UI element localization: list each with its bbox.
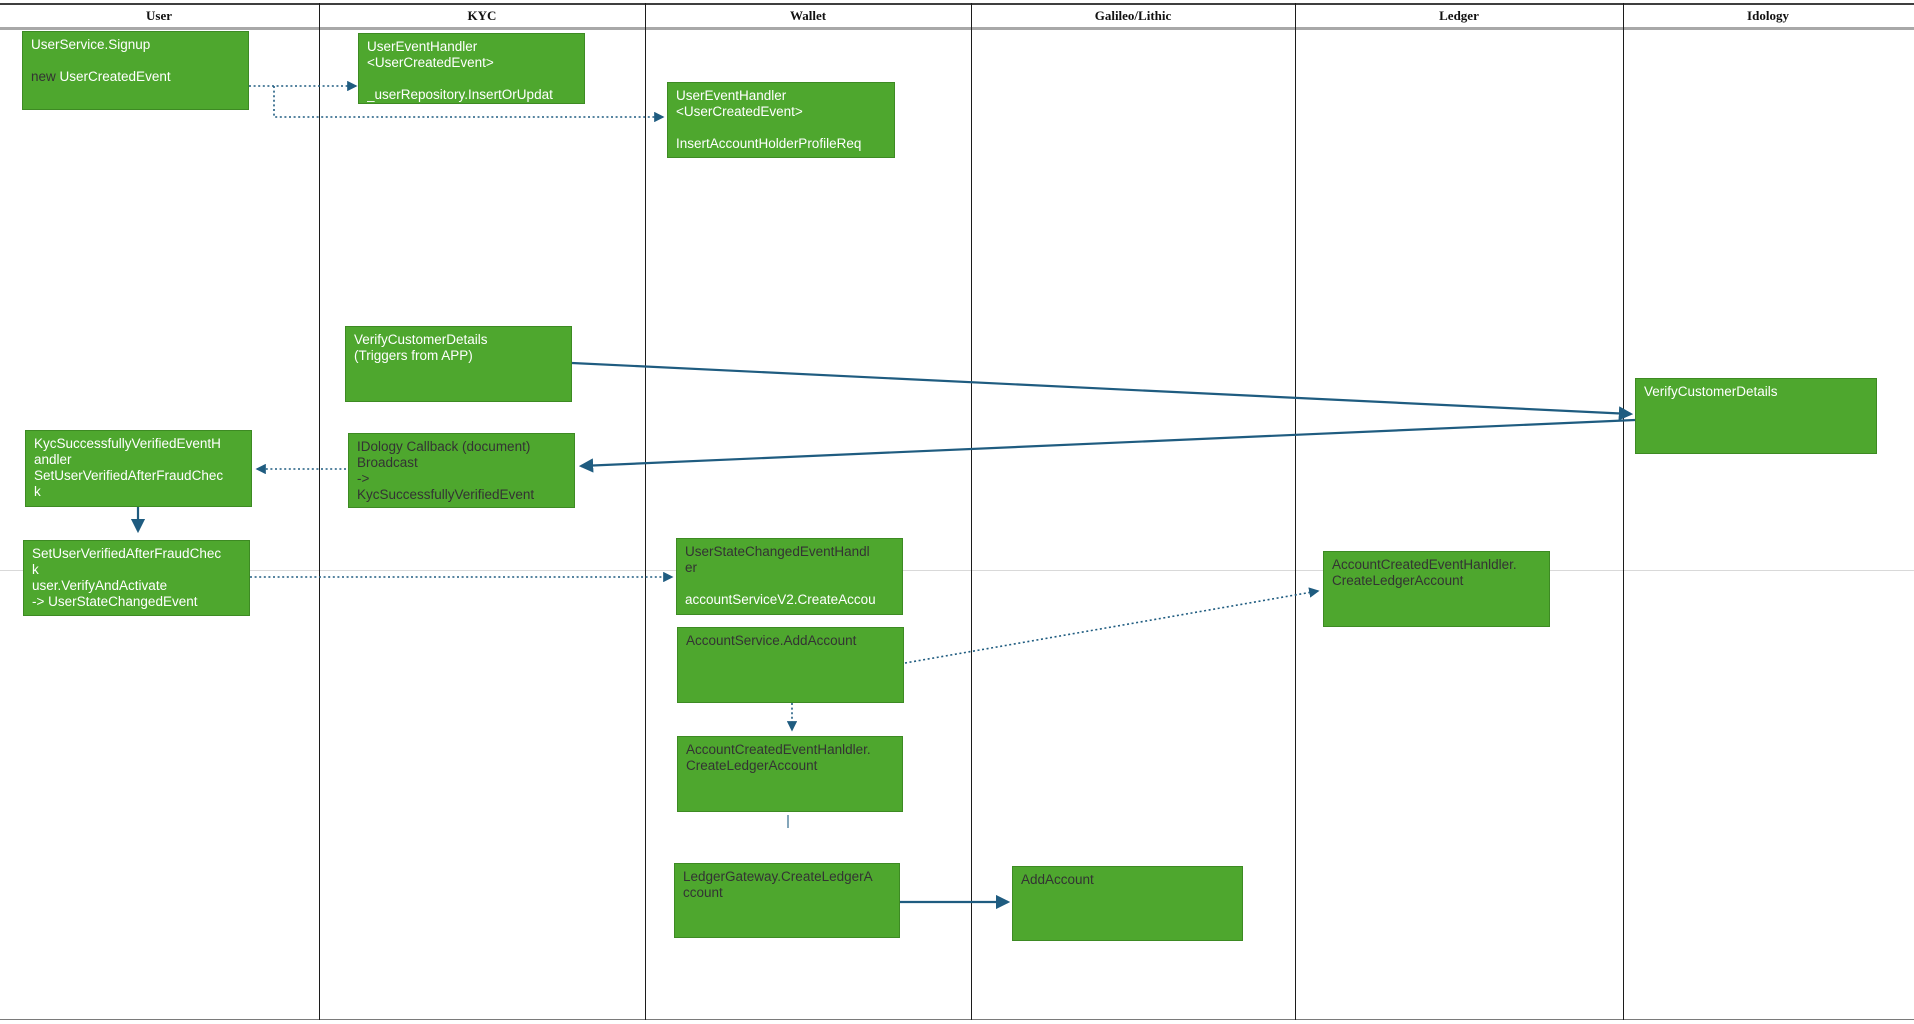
box-kyc-idology-callback-line: -> — [357, 471, 370, 486]
top-border-line — [0, 3, 1914, 5]
connector-verify-details-to-idology — [571, 361, 1634, 421]
header-underline — [0, 27, 1914, 30]
lane-divider-1 — [319, 3, 320, 1020]
box-wallet-user-event-handler-line: UserEventHandler — [676, 88, 787, 103]
box-user-kyc-verified-handler-line: SetUserVerifiedAfterFraudChec — [34, 468, 224, 483]
box-wallet-user-event-handler-line: InsertAccountHolderProfileReq — [676, 136, 862, 151]
lane-header-user: User — [146, 8, 172, 23]
box-ledger-account-created-handler[interactable]: AccountCreatedEventHanldler.CreateLedger… — [1323, 551, 1550, 627]
box-user-set-verified-line: k — [32, 562, 39, 577]
box-wallet-user-event-handler[interactable]: UserEventHandler<UserCreatedEvent> Inser… — [667, 82, 895, 158]
text-segment: UserCreatedEvent — [59, 69, 171, 84]
box-ledger-account-created-handler-line: CreateLedgerAccount — [1332, 573, 1464, 588]
box-wallet-user-event-handler-line: <UserCreatedEvent> — [676, 104, 803, 119]
lane-header-ledger: Ledger — [1439, 8, 1479, 23]
box-kyc-user-event-handler-line: <UserCreatedEvent> — [367, 55, 494, 70]
text-segment: new — [31, 69, 60, 84]
lane-divider-4 — [1295, 3, 1296, 1020]
box-user-service-signup[interactable]: UserService.Signup new UserCreatedEvent — [22, 31, 249, 110]
lane-header-wallet: Wallet — [789, 8, 827, 23]
box-kyc-user-event-handler-line: UserEventHandler — [367, 39, 478, 54]
box-idology-verify-customer-details[interactable]: VerifyCustomerDetails — [1635, 378, 1877, 454]
box-kyc-idology-callback-line: KycSuccessfullyVerifiedEvent — [357, 487, 535, 502]
box-wallet-user-event-handler-line — [676, 120, 886, 136]
box-user-kyc-verified-handler-line: k — [34, 484, 41, 499]
box-kyc-user-event-handler-line — [367, 71, 576, 87]
box-wallet-user-state-changed-handler-line: UserStateChangedEventHandl — [685, 544, 870, 559]
box-user-set-verified-line: SetUserVerifiedAfterFraudChec — [32, 546, 222, 561]
lane-header-galileo-lithic: Galileo/Lithic — [1094, 8, 1172, 23]
lane-header-kyc: KYC — [467, 8, 497, 23]
connector-idology-to-callback — [578, 418, 1636, 473]
box-ledger-account-created-handler-line: AccountCreatedEventHanldler. — [1332, 557, 1517, 572]
box-kyc-verify-customer-details-line: VerifyCustomerDetails — [354, 332, 488, 347]
box-galileo-add-account[interactable]: AddAccount — [1012, 866, 1243, 941]
bottom-border-line — [0, 1019, 1914, 1020]
box-user-service-signup-line: new UserCreatedEvent — [31, 69, 240, 85]
lane-divider-2 — [645, 3, 646, 1020]
lane-divider-5 — [1623, 3, 1624, 1020]
box-kyc-idology-callback[interactable]: IDology Callback (document)Broadcast->Ky… — [348, 433, 575, 508]
box-kyc-idology-callback-line: Broadcast — [357, 455, 418, 470]
box-wallet-ledger-gateway-line: LedgerGateway.CreateLedgerA — [683, 869, 873, 884]
box-kyc-verify-customer-details[interactable]: VerifyCustomerDetails(Triggers from APP) — [345, 326, 572, 402]
box-kyc-user-event-handler-line: _userRepository.InsertOrUpdat — [367, 87, 553, 102]
box-kyc-idology-callback-line: IDology Callback (document) — [357, 439, 531, 454]
box-user-set-verified-line: -> UserStateChangedEvent — [32, 594, 198, 609]
box-idology-verify-customer-details-line: VerifyCustomerDetails — [1644, 384, 1778, 399]
box-wallet-account-service-add-account[interactable]: AccountService.AddAccount — [677, 627, 904, 703]
box-kyc-verify-customer-details-line: (Triggers from APP) — [354, 348, 473, 363]
text-segment: accountServiceV2.CreateAccou — [685, 592, 876, 607]
box-wallet-ledger-gateway-line: ccount — [683, 885, 723, 900]
lane-header-idology: Idology — [1747, 8, 1789, 23]
box-user-kyc-verified-handler-line: andler — [34, 452, 72, 467]
box-kyc-user-event-handler[interactable]: UserEventHandler<UserCreatedEvent> _user… — [358, 33, 585, 104]
box-wallet-account-created-handler-line: CreateLedgerAccount — [686, 758, 818, 773]
box-user-service-signup-line — [31, 53, 240, 69]
box-wallet-user-state-changed-handler-line: accountServiceV2.CreateAccou — [685, 592, 894, 608]
box-wallet-user-state-changed-handler-line — [685, 576, 894, 592]
box-wallet-user-state-changed-handler-line: er — [685, 560, 698, 575]
box-galileo-add-account-line: AddAccount — [1021, 872, 1094, 887]
row-gridline — [0, 570, 1914, 571]
lane-divider-3 — [971, 3, 972, 1020]
box-user-kyc-verified-handler-line: KycSuccessfullyVerifiedEventH — [34, 436, 221, 451]
connector-add-account-to-ledger-handler — [904, 587, 1320, 664]
box-user-set-verified-line: user.VerifyAndActivate — [32, 578, 168, 593]
box-user-service-signup-line: UserService.Signup — [31, 37, 151, 52]
box-wallet-account-service-add-account-line: AccountService.AddAccount — [686, 633, 857, 648]
box-wallet-account-created-handler-line: AccountCreatedEventHanldler. — [686, 742, 871, 757]
box-wallet-account-created-handler[interactable]: AccountCreatedEventHanldler.CreateLedger… — [677, 736, 903, 812]
